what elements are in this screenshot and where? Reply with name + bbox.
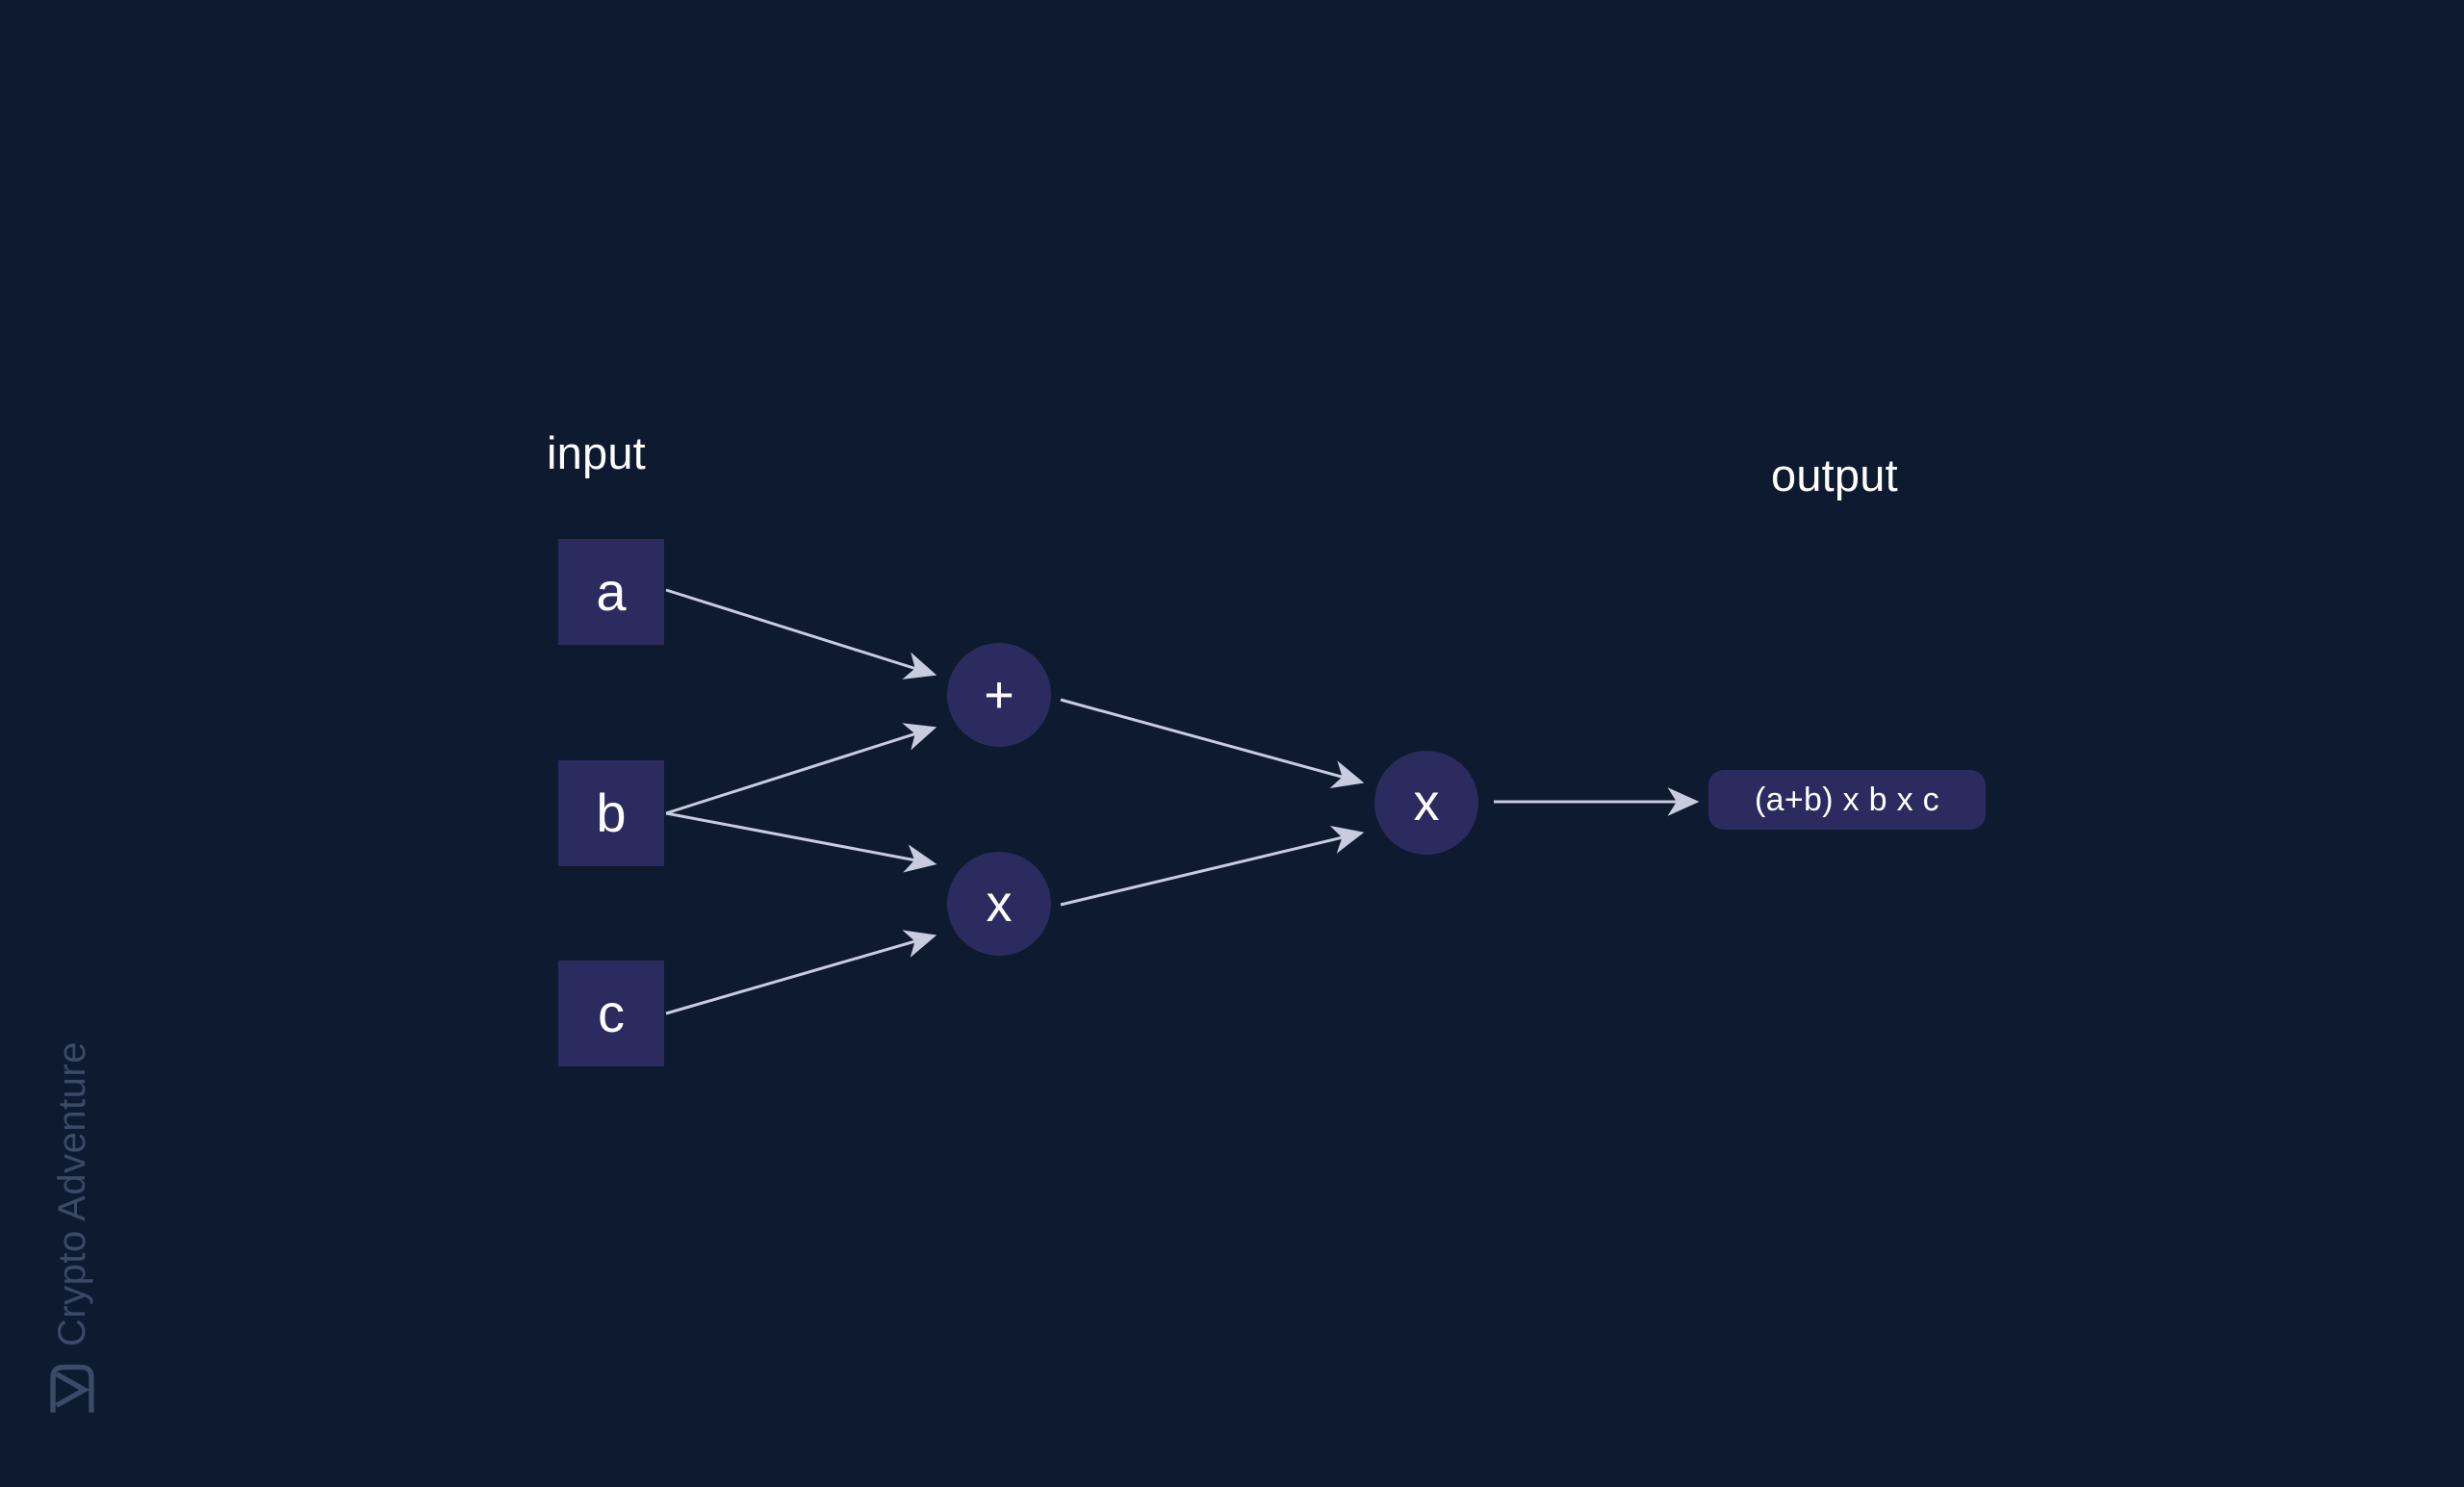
operator-node-add[interactable]: + bbox=[947, 643, 1051, 747]
output-expression-pill[interactable]: (a+b) x b x c bbox=[1708, 770, 1986, 830]
edge-b-to-add bbox=[665, 723, 937, 815]
watermark: Crypto Adventure bbox=[44, 1041, 100, 1418]
crypto-adventure-logo-icon bbox=[50, 1364, 94, 1413]
output-section-label: output bbox=[1771, 449, 1898, 500]
input-node-a-label: a bbox=[596, 561, 627, 622]
input-node-a[interactable]: a bbox=[558, 539, 664, 645]
operator-node-multiply-mid[interactable]: x bbox=[947, 852, 1051, 956]
watermark-text: Crypto Adventure bbox=[50, 1040, 93, 1346]
edge-a-to-add bbox=[665, 588, 937, 679]
input-section-label: input bbox=[547, 427, 646, 478]
input-node-c-label: c bbox=[598, 983, 625, 1043]
plus-icon: + bbox=[984, 666, 1014, 724]
input-node-b-label: b bbox=[596, 782, 627, 843]
multiply-icon: x bbox=[1413, 774, 1440, 832]
edge-c-to-mul-mid bbox=[665, 930, 937, 1015]
input-node-c[interactable]: c bbox=[558, 961, 664, 1066]
output-expression-label: (a+b) x b x c bbox=[1755, 781, 1939, 818]
input-node-b[interactable]: b bbox=[558, 760, 664, 866]
edge-b-to-mul-mid bbox=[665, 811, 937, 873]
multiply-icon: x bbox=[986, 875, 1013, 933]
operator-node-multiply-out[interactable]: x bbox=[1374, 751, 1478, 855]
edge-add-to-mul-out bbox=[1060, 698, 1365, 789]
edge-mul-mid-to-mul-out bbox=[1060, 825, 1365, 907]
